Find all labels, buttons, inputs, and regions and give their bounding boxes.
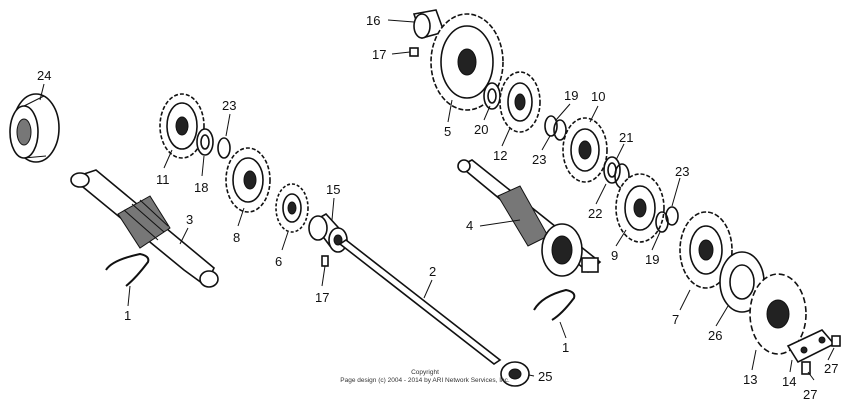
callout-8: 8 [233,230,240,245]
copyright-line-1: Copyright [411,369,439,376]
bearing-16-drawing [412,9,446,39]
callout-3: 3 [186,212,193,227]
copyright-line-2: Page design (c) 2004 - 2014 by ARI Netwo… [340,377,510,384]
callout-2: 2 [429,264,436,279]
sprocket-13-drawing [749,273,807,355]
callout-27: 27 [824,361,838,376]
callout-10: 10 [591,89,605,104]
callout-15: 15 [326,182,340,197]
gear-8-drawing [225,147,271,213]
circlip-1b-drawing [533,288,576,321]
rings-19-23-drawing [544,115,567,141]
pin-17a-drawing [409,47,419,57]
callout-1: 1 [124,308,131,323]
callout-11: 11 [156,172,170,187]
callout-6: 6 [275,254,282,269]
callout-17: 17 [315,290,329,305]
mainshaft-3-drawing [70,169,219,288]
callout-20: 20 [474,122,488,137]
callout-25: 25 [538,369,552,384]
gear-10-drawing [562,117,608,183]
callout-19: 19 [564,88,578,103]
copyright-notice: Copyright Page design (c) 2004 - 2014 by… [340,369,510,384]
callout-7: 7 [672,312,679,327]
gear-5-drawing [430,13,504,111]
gear-6-drawing [275,183,309,233]
callout-16: 16 [366,13,380,28]
circlip-1a-drawing [105,252,150,287]
callout-24: 24 [37,68,51,83]
callout-labels: 24 23 11 18 3 8 15 6 17 1 2 16 17 5 20 1… [37,13,838,402]
callout-1-right: 1 [562,340,569,355]
washer-20-drawing [483,82,501,110]
countershaft-4-drawing [457,159,602,277]
callout-23: 23 [222,98,236,113]
callout-4: 4 [466,218,473,233]
circlip-23a-drawing [217,137,231,159]
callout-5: 5 [444,124,451,139]
callout-14: 14 [782,374,796,389]
gear-7-drawing [679,211,733,289]
callout-17-upper: 17 [372,47,386,62]
seal-25-drawing [500,361,530,387]
callout-12: 12 [493,148,507,163]
callout-22: 22 [588,206,602,221]
callout-26: 26 [708,328,722,343]
callout-19-lower: 19 [645,252,659,267]
rings-19b-23c-drawing [655,206,679,233]
collar-15-drawing [308,212,348,253]
washer-18-drawing [196,128,214,156]
rod-2-drawing [338,239,502,365]
pin-17b-drawing [321,255,329,267]
callout-18: 18 [194,180,208,195]
callout-21: 21 [619,130,633,145]
callout-23-mid: 23 [532,152,546,167]
leader-lines [39,19,835,381]
gear-9-drawing [615,173,665,243]
callout-13: 13 [743,372,757,387]
callout-23-right: 23 [675,164,689,179]
callout-27-lower: 27 [803,387,817,402]
gear-12-drawing [499,71,541,133]
fixing-plate-14-drawing [786,329,836,364]
bearing-24-drawing [9,93,60,163]
gear-11-drawing [159,93,205,159]
callout-9: 9 [611,248,618,263]
bolts-27-drawing [801,335,841,375]
